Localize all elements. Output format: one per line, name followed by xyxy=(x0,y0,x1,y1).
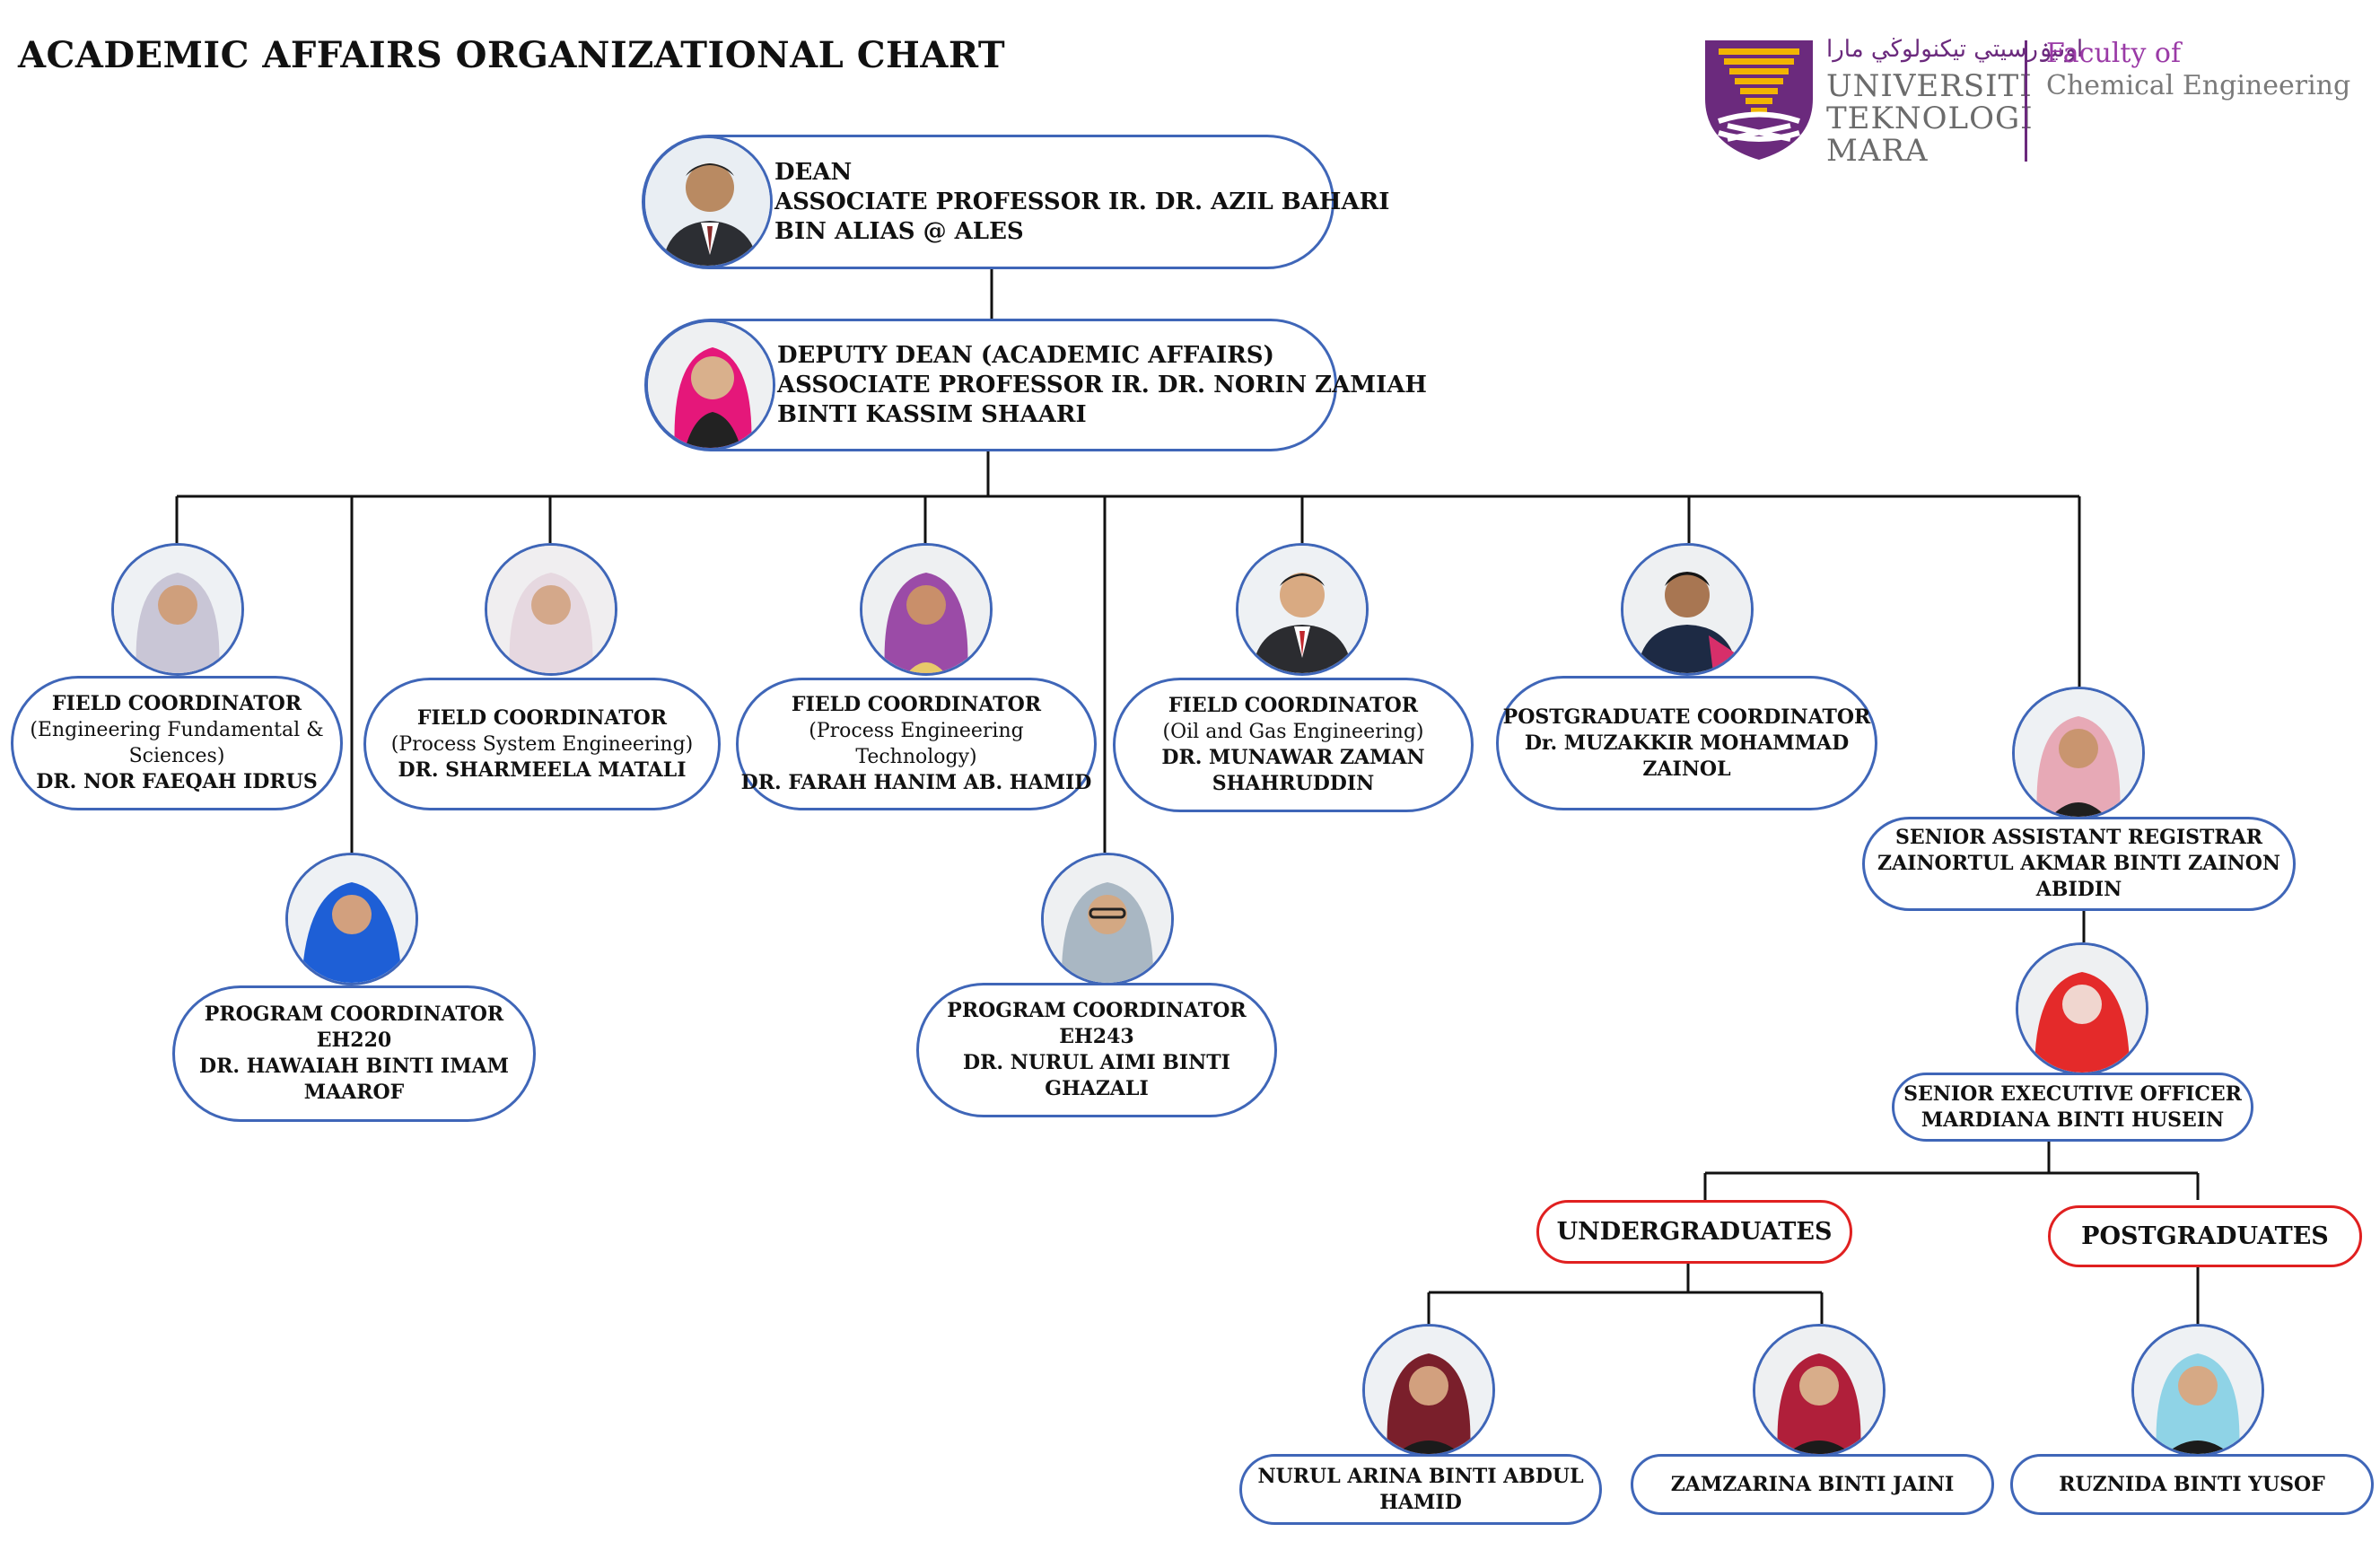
fc3-photo xyxy=(860,543,993,676)
dean-name-line1: ASSOCIATE PROFESSOR IR. DR. AZIL BAHARI xyxy=(774,188,1390,215)
pc2-box: PROGRAM COORDINATOR EH243 DR. NURUL AIMI… xyxy=(916,983,1277,1117)
uitm-name-line1: UNIVERSITI xyxy=(1826,68,2033,104)
chart-title: ACADEMIC AFFAIRS ORGANIZATIONAL CHART xyxy=(18,34,1006,76)
pc2-program-code: EH243 xyxy=(1059,1025,1134,1048)
sar-name-line1: ZAINORTUL AKMAR BINTI ZAINON xyxy=(1877,852,2280,875)
staff1-name-line2: HAMID xyxy=(1379,1490,1462,1514)
pc2-title: PROGRAM COORDINATOR xyxy=(947,999,1247,1022)
pc2-photo xyxy=(1041,853,1174,985)
fc3-field-line1: (Process Engineering xyxy=(809,720,1024,742)
staff1-name-line1: NURUL ARINA BINTI ABDUL xyxy=(1257,1464,1584,1488)
fc2-photo xyxy=(485,543,617,676)
staff2-box: ZAMZARINA BINTI JAINI xyxy=(1631,1454,1994,1515)
faculty-logo: اونيۏرسيتي تيكنولوڬي مارا UNIVERSITI TEK… xyxy=(1701,36,2351,171)
seo-title: SENIOR EXECUTIVE OFFICER xyxy=(1903,1081,2242,1106)
pgc-box: POSTGRADUATE COORDINATOR Dr. MUZAKKIR MO… xyxy=(1496,676,1877,810)
fc4-title: FIELD COORDINATOR xyxy=(1168,694,1419,717)
pc1-program-code: EH220 xyxy=(316,1029,392,1052)
seo-box: SENIOR EXECUTIVE OFFICER MARDIANA BINTI … xyxy=(1892,1073,2253,1142)
fc4-field: (Oil and Gas Engineering) xyxy=(1162,721,1424,743)
pgc-photo xyxy=(1621,543,1754,676)
staff1-box: NURUL ARINA BINTI ABDUL HAMID xyxy=(1239,1454,1602,1525)
fc1-field-line2: Sciences) xyxy=(128,745,225,767)
seo-name: MARDIANA BINTI HUSEIN xyxy=(1921,1108,2225,1132)
dean-name-line2: BIN ALIAS @ ALES xyxy=(774,217,1024,245)
pgc-name-line1: Dr. MUZAKKIR MOHAMMAD xyxy=(1524,731,1850,755)
pc2-name-line1: DR. NURUL AIMI BINTI xyxy=(963,1051,1230,1074)
dean-title: DEAN xyxy=(774,158,853,186)
fc1-box: FIELD COORDINATOR (Engineering Fundament… xyxy=(11,676,343,810)
fc4-name-line2: SHAHRUDDIN xyxy=(1212,772,1375,795)
staff3-name: RUZNIDA BINTI YUSOF xyxy=(2059,1472,2325,1496)
logo-divider xyxy=(2025,40,2027,162)
sar-name-line2: ABIDIN xyxy=(2035,878,2122,901)
postgraduates-group: POSTGRADUATES xyxy=(2048,1205,2362,1267)
faculty-name-line1: Faculty of xyxy=(2046,38,2182,69)
fc3-box: FIELD COORDINATOR (Process Engineering T… xyxy=(736,678,1097,810)
pc2-name-line2: GHAZALI xyxy=(1045,1077,1149,1100)
pc1-photo xyxy=(285,853,418,985)
pgc-title: POSTGRADUATE COORDINATOR xyxy=(1502,705,1871,729)
fc1-title: FIELD COORDINATOR xyxy=(51,692,302,715)
undergraduates-label: UNDERGRADUATES xyxy=(1556,1218,1833,1246)
pc1-title: PROGRAM COORDINATOR xyxy=(204,1003,504,1026)
fc4-box: FIELD COORDINATOR (Oil and Gas Engineeri… xyxy=(1113,678,1474,812)
undergraduates-group: UNDERGRADUATES xyxy=(1536,1200,1852,1264)
uitm-name-line2: TEKNOLOGI xyxy=(1826,101,2034,136)
deputy-dean-title: DEPUTY DEAN (ACADEMIC AFFAIRS) xyxy=(777,341,1274,369)
pc1-name-line1: DR. HAWAIAH BINTI IMAM xyxy=(199,1055,509,1078)
pc1-name-line2: MAAROF xyxy=(303,1081,405,1104)
staff3-box: RUZNIDA BINTI YUSOF xyxy=(2010,1454,2374,1515)
deputy-dean-name-line1: ASSOCIATE PROFESSOR IR. DR. NORIN ZAMIAH xyxy=(777,371,1427,398)
dean-photo xyxy=(643,136,773,268)
uitm-name-line3: MARA xyxy=(1826,133,1929,169)
deputy-dean-photo xyxy=(645,320,775,451)
staff3-photo xyxy=(2131,1324,2264,1457)
fc4-name-line1: DR. MUNAWAR ZAMAN xyxy=(1161,746,1425,769)
seo-photo xyxy=(2016,942,2148,1075)
fc2-field: (Process System Engineering) xyxy=(390,732,694,756)
sar-photo xyxy=(2012,687,2145,819)
staff1-photo xyxy=(1362,1324,1495,1457)
fc3-name: DR. FARAH HANIM AB. HAMID xyxy=(740,771,1092,794)
fc2-box: FIELD COORDINATOR (Process System Engine… xyxy=(363,678,721,810)
uitm-crest-icon xyxy=(1705,40,1813,160)
fc3-field-line2: Technology) xyxy=(855,746,977,768)
staff2-name: ZAMZARINA BINTI JAINI xyxy=(1670,1472,1955,1496)
deputy-dean-name-line2: BINTI KASSIM SHAARI xyxy=(777,400,1087,428)
deputy-dean-box: DEPUTY DEAN (ACADEMIC AFFAIRS) ASSOCIATE… xyxy=(644,319,1427,451)
fc1-field-line1: (Engineering Fundamental & xyxy=(30,719,324,741)
sar-title: SENIOR ASSISTANT REGISTRAR xyxy=(1894,826,2263,849)
fc3-title: FIELD COORDINATOR xyxy=(791,693,1042,716)
fc4-photo xyxy=(1236,543,1369,676)
sar-box: SENIOR ASSISTANT REGISTRAR ZAINORTUL AKM… xyxy=(1862,817,2296,911)
postgraduates-label: POSTGRADUATES xyxy=(2081,1222,2329,1250)
fc2-title: FIELD COORDINATOR xyxy=(416,705,668,730)
fc1-name: DR. NOR FAEQAH IDRUS xyxy=(36,770,318,793)
fc2-name: DR. SHARMEELA MATALI xyxy=(398,757,687,782)
staff2-photo xyxy=(1753,1324,1886,1457)
uitm-arabic-name: اونيۏرسيتي تيكنولوڬي مارا xyxy=(1826,36,2084,63)
pgc-name-line2: ZAINOL xyxy=(1642,757,1731,781)
pc1-box: PROGRAM COORDINATOR EH220 DR. HAWAIAH BI… xyxy=(172,985,536,1122)
fc1-photo xyxy=(111,543,244,676)
faculty-name-line2: Chemical Engineering xyxy=(2046,70,2351,101)
